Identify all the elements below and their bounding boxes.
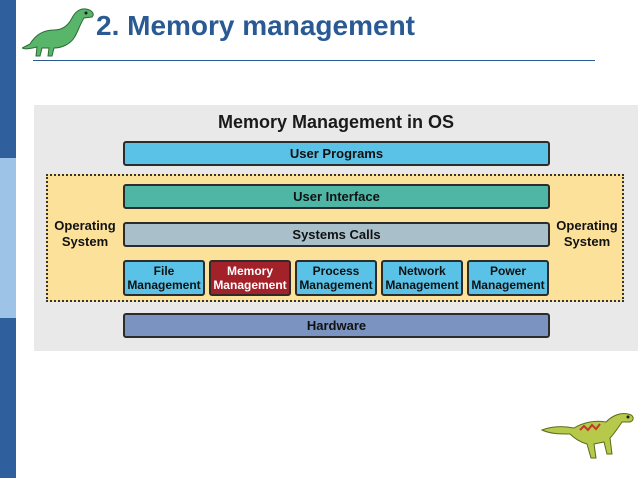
title-divider xyxy=(33,60,595,61)
layer-user-interface: User Interface xyxy=(123,184,550,209)
dinosaur-icon xyxy=(22,8,94,57)
module-memory-management: Memory Management xyxy=(209,260,291,296)
diagram-title: Memory Management in OS xyxy=(217,112,455,132)
slide-title: 2. Memory management xyxy=(96,10,415,41)
os-label-right: Operating System xyxy=(556,218,618,249)
layer-user-programs: User Programs xyxy=(123,141,550,166)
accent-bar-bottom xyxy=(0,318,16,478)
module-file-management: File Management xyxy=(123,260,205,296)
dinosaur-icon xyxy=(540,413,634,459)
layer-hardware: Hardware xyxy=(123,313,550,338)
memory-management-diagram: Memory Management in OS Operating System… xyxy=(34,105,638,351)
accent-bar-middle xyxy=(0,158,16,318)
left-accent-bar xyxy=(0,0,16,478)
accent-bar-top xyxy=(0,0,16,158)
module-power-management: Power Management xyxy=(467,260,549,296)
os-label-left: Operating System xyxy=(54,218,116,249)
module-process-management: Process Management xyxy=(295,260,377,296)
layer-system-calls: Systems Calls xyxy=(123,222,550,247)
module-network-management: Network Management xyxy=(381,260,463,296)
